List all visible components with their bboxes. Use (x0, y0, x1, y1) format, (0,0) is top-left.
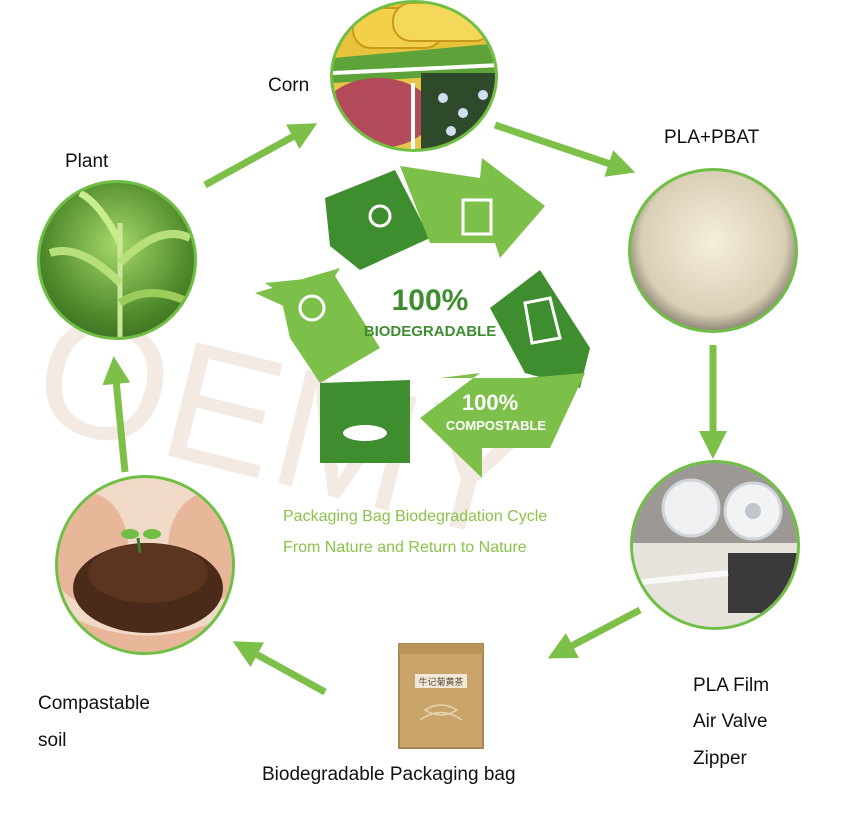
film-label-1: PLA Film (693, 675, 770, 696)
recycle-segment-right (490, 270, 590, 388)
recycle-arrow-right (420, 373, 585, 478)
pla-pbat-label: PLA+PBAT (664, 127, 760, 148)
recycle-arrow-left-head (255, 268, 340, 318)
film-valve-zipper-image (630, 460, 800, 630)
pellets-icon (368, 204, 392, 228)
arrow-plant-to-corn (203, 123, 318, 189)
recycle-arrow-top (400, 158, 545, 258)
arrow-film-to-bag (547, 606, 642, 659)
center-percent-1: 100% (392, 284, 469, 317)
soil-label-1: Compastable (38, 693, 150, 714)
bag-label: Biodegradable Packaging bag (262, 764, 516, 785)
arrow-corn-to-pla (493, 121, 636, 177)
center-biodegradable: BIODEGRADABLE (364, 323, 497, 340)
corn-illustration (333, 3, 495, 149)
pla-pbat-image (628, 168, 798, 333)
seeds-icon (298, 294, 326, 322)
soil-label-2: soil (38, 730, 67, 751)
plant-illustration (48, 189, 192, 337)
caption-line-1: Packaging Bag Biodegradation Cycle (283, 508, 548, 525)
recycle-segment-top (325, 170, 430, 270)
plant-label: Plant (65, 151, 109, 172)
center-percent-2: 100% (462, 390, 518, 415)
bag-print-text: 牛记菊黄茶 (418, 676, 463, 687)
plant-image (37, 180, 197, 340)
recycle-segment-bottom (320, 380, 410, 463)
arrow-bag-to-soil (232, 641, 327, 696)
film-label-3: Zipper (693, 748, 747, 769)
film-valve-illustration (633, 463, 797, 627)
corn-image (330, 0, 498, 152)
arrow-soil-to-plant (102, 356, 131, 473)
kraft-bag-illustration: 牛记菊黄茶 (398, 643, 484, 749)
compost-soil-image (55, 475, 235, 655)
shopping-bag-icon (523, 296, 562, 345)
center-compostable: COMPOSTABLE (446, 418, 546, 433)
film-label-2: Air Valve (693, 711, 768, 732)
recycle-symbol: 100% BIODEGRADABLE 100% COMPOSTABLE (255, 158, 590, 478)
compost-pile-icon (343, 425, 387, 441)
caption-line-2: From Nature and Return to Nature (283, 539, 527, 556)
bag-icon (461, 198, 493, 236)
packaging-bag-image: 牛记菊黄茶 (395, 640, 487, 753)
soil-hands-illustration (58, 493, 232, 652)
corn-label: Corn (268, 75, 310, 96)
